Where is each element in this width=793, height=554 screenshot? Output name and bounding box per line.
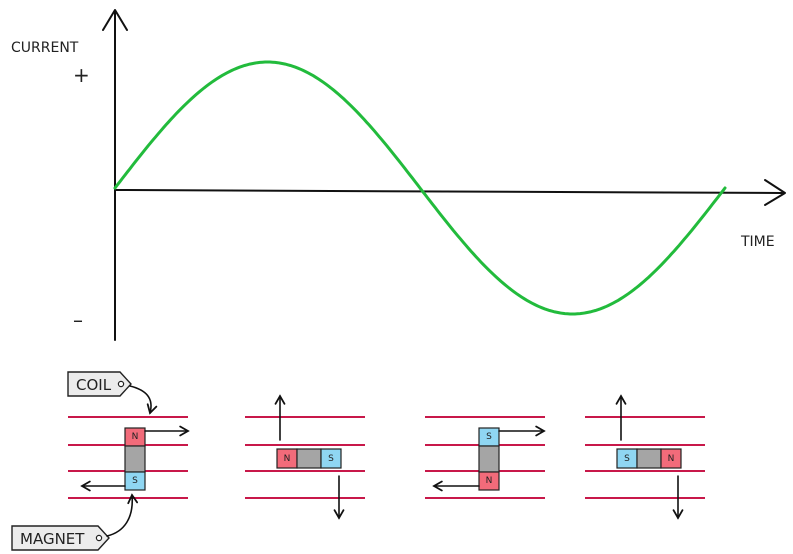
coil-callout: COIL <box>67 371 158 415</box>
positive-sign: + <box>73 63 90 87</box>
north-pole <box>478 471 500 491</box>
coil-label: COIL <box>76 376 112 394</box>
north-pole-label: N <box>486 476 493 486</box>
magnet: N S <box>276 448 342 469</box>
tag-hole <box>117 380 125 388</box>
magnet-body <box>296 448 322 469</box>
magnet: N S <box>124 427 146 491</box>
magnet-body <box>478 445 500 473</box>
coil-panel-3: S N <box>425 416 546 499</box>
magnet-body <box>124 445 146 473</box>
tag-hole <box>95 534 103 542</box>
current-sine-wave <box>113 60 727 316</box>
coil-panel-4: S N <box>585 394 705 520</box>
magnet: S N <box>478 427 500 491</box>
south-pole-label: S <box>624 454 630 464</box>
negative-sign: – <box>73 308 83 332</box>
x-axis-arrowhead <box>764 179 786 206</box>
y-axis-arrowhead <box>102 9 128 31</box>
coil-pointer-arrow <box>129 385 158 415</box>
north-pole-label: N <box>284 454 291 464</box>
south-pole <box>320 448 342 469</box>
current-time-graph: CURRENT TIME + – <box>11 9 786 341</box>
x-axis <box>114 189 783 194</box>
south-pole-label: S <box>132 476 138 486</box>
y-axis-label: CURRENT <box>11 40 79 56</box>
south-pole-label: S <box>328 454 334 464</box>
magnet-tag <box>11 525 110 551</box>
south-pole-label: S <box>486 432 492 442</box>
north-pole-label: N <box>668 454 675 464</box>
coil-tag <box>67 371 132 397</box>
magnet: S N <box>616 448 682 469</box>
magnet-label: MAGNET <box>20 530 85 548</box>
magnet-body <box>636 448 662 469</box>
magnet-callout: MAGNET <box>11 493 139 551</box>
north-pole <box>660 448 682 469</box>
north-pole-label: N <box>132 432 139 442</box>
south-pole <box>124 471 146 491</box>
coil-panel-1: N S <box>68 416 190 499</box>
coil-panel-2: N S <box>245 394 365 520</box>
x-axis-label: TIME <box>740 234 775 250</box>
magnet-pointer-arrow <box>106 493 139 537</box>
